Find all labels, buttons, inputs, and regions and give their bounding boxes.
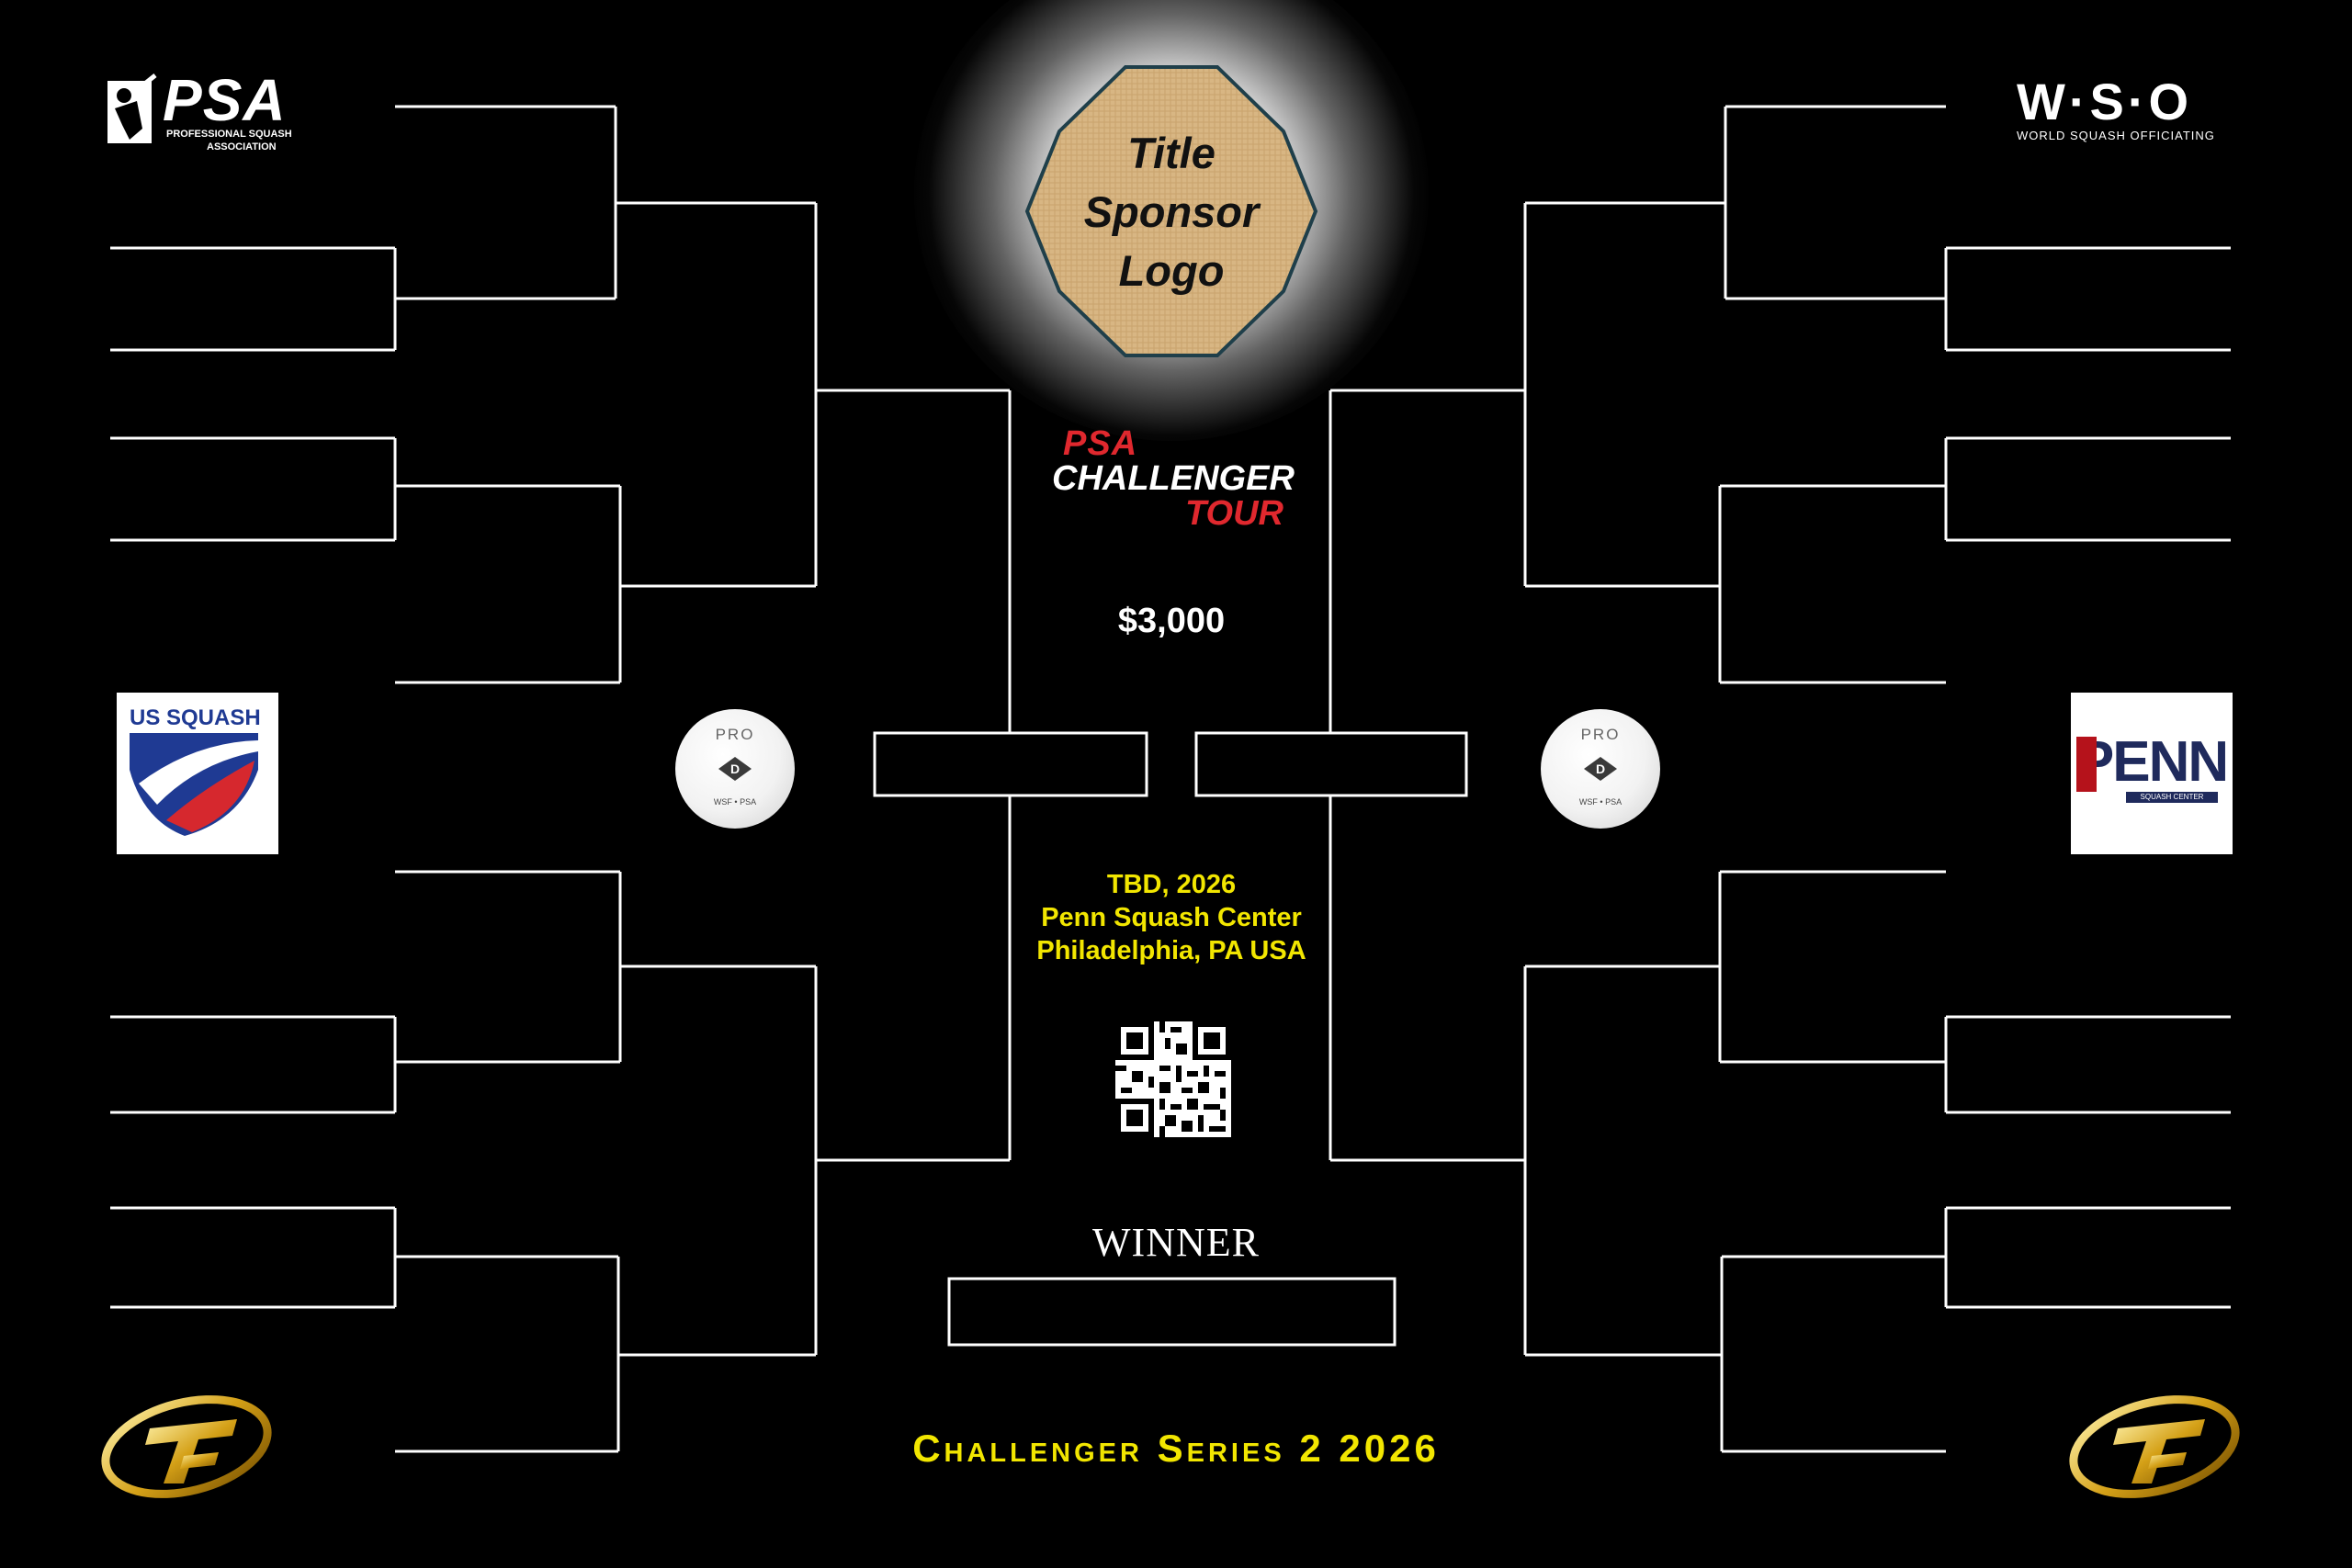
psa-sub: ASSOCIATION xyxy=(207,141,277,152)
psa-challenger-tour-logo: PSA CHALLENGER TOUR xyxy=(1052,424,1295,535)
finalist-box-right xyxy=(1194,731,1468,797)
dunlop-icon: D xyxy=(718,757,752,781)
finalist-box-left xyxy=(873,731,1148,797)
psa-logo: PSA PROFESSIONAL SQUASH ASSOCIATION xyxy=(96,67,345,164)
penn-sub: SQUASH CENTER xyxy=(2126,792,2218,803)
us-squash-label: US SQUASH xyxy=(130,705,261,730)
us-squash-shield-icon xyxy=(130,733,258,836)
event-date: TBD, 2026 xyxy=(1106,870,1237,899)
penn-label: PENN xyxy=(2075,730,2229,794)
ball-pro: PRO xyxy=(1580,726,1621,743)
event-info: TBD, 2026 Penn Squash Center Philadelphi… xyxy=(992,868,1351,967)
psa-sub: PROFESSIONAL SQUASH xyxy=(166,129,292,140)
sponsor-line: Logo xyxy=(1118,246,1225,295)
winner-label: WINNER xyxy=(1092,1220,1260,1265)
svg-text:D: D xyxy=(1596,761,1605,776)
squash-player-icon xyxy=(107,73,157,143)
ball-wsf: WSF • PSA xyxy=(1578,797,1623,807)
title-sponsor-badge xyxy=(1024,65,1318,357)
squash-ball-icon: PRO D WSF • PSA xyxy=(1541,709,1660,829)
ball-pro: PRO xyxy=(715,726,755,743)
title-sponsor-text: Title Sponsor Logo xyxy=(1047,124,1295,300)
sponsor-line: Title xyxy=(1127,129,1216,177)
psa-mark: PSA xyxy=(163,67,287,133)
event-venue: Penn Squash Center xyxy=(1041,903,1302,932)
tf-logo-icon xyxy=(2069,1395,2240,1498)
svg-text:D: D xyxy=(730,761,740,776)
winner-box xyxy=(947,1277,1396,1347)
series-title: Challenger Series 2 2026 xyxy=(912,1427,1440,1470)
tf-logo-icon xyxy=(101,1395,272,1498)
challenger-psa: PSA xyxy=(1063,424,1138,463)
wso-mark: W·S·O xyxy=(2017,73,2193,130)
us-squash-logo: US SQUASH xyxy=(117,693,278,854)
challenger-tour: TOUR xyxy=(1185,494,1283,533)
event-location: Philadelphia, PA USA xyxy=(1036,936,1306,965)
wso-sub: WORLD SQUASH OFFICIATING xyxy=(2017,129,2215,142)
dunlop-icon: D xyxy=(1584,757,1617,781)
squash-ball-icon: PRO D WSF • PSA xyxy=(675,709,795,829)
prize-money: $3,000 xyxy=(1117,602,1226,640)
challenger-word: CHALLENGER xyxy=(1052,459,1295,498)
penn-accent xyxy=(2076,737,2097,792)
qr-code[interactable] xyxy=(1115,1021,1231,1137)
ball-wsf: WSF • PSA xyxy=(713,797,757,807)
wso-logo: W·S·O WORLD SQUASH OFFICIATING xyxy=(2017,75,2237,149)
sponsor-line: Sponsor xyxy=(1083,187,1260,236)
penn-squash-center-logo: PENN SQUASH CENTER xyxy=(2071,693,2233,854)
